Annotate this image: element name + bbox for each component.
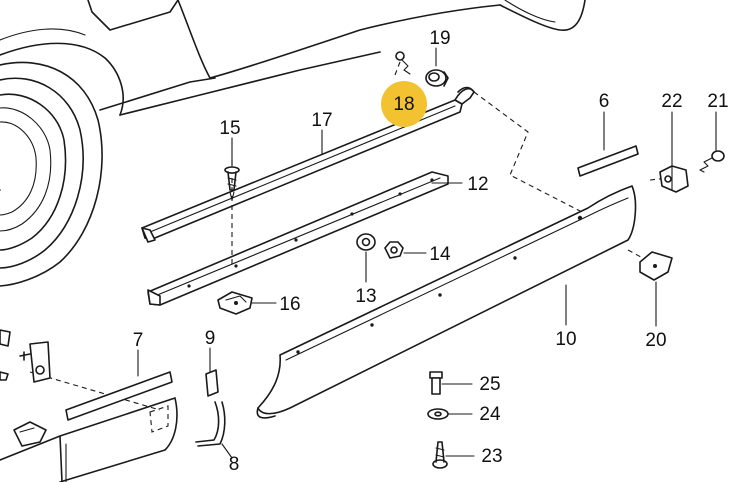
part-20-clip: [639, 251, 673, 281]
connection-lines: [29, 61, 669, 411]
callout-12[interactable]: 12: [467, 174, 488, 195]
callout-8[interactable]: 8: [229, 454, 240, 475]
callout-19[interactable]: 19: [429, 28, 450, 49]
leader-lines: [137, 47, 717, 459]
callout-23[interactable]: 23: [481, 446, 502, 467]
left-side-clips: [0, 329, 51, 447]
part-13-washer: [356, 233, 376, 251]
callout-7[interactable]: 7: [133, 330, 144, 351]
callout-15[interactable]: 15: [219, 118, 240, 139]
callout-6[interactable]: 6: [599, 91, 610, 112]
part-8-piece: [195, 401, 226, 447]
part-14-nut: [384, 241, 404, 259]
callout-9[interactable]: 9: [205, 328, 216, 349]
callout-25[interactable]: 25: [479, 374, 500, 395]
callout-21[interactable]: 21: [707, 91, 728, 112]
part-7-trim-strip: [65, 371, 173, 421]
part-22-bracket: [659, 165, 689, 193]
car-body-outline: [0, 0, 586, 287]
part-19-grommet: [425, 69, 449, 87]
part-10-rocker-panel: [256, 185, 637, 419]
part-18-highlight: [381, 81, 427, 127]
part-23-screw: [432, 441, 448, 469]
callout-10[interactable]: 10: [555, 329, 576, 350]
callout-labels: 19 18 17 15 12 14 13 16 6 22 21 10 20 7 …: [133, 28, 729, 475]
left-lower-panel: [0, 397, 178, 482]
part-17-trim-strip: [141, 86, 475, 243]
callout-24[interactable]: 24: [479, 404, 501, 425]
part-15-screw: [224, 166, 240, 201]
part-12-mounting-rail: [147, 171, 449, 306]
part-25-bolt: [429, 371, 443, 395]
part-6-strip: [577, 145, 639, 177]
callout-18[interactable]: 18: [393, 94, 414, 115]
callout-20[interactable]: 20: [645, 330, 666, 351]
callout-14[interactable]: 14: [429, 244, 451, 265]
part-24-washer: [427, 408, 449, 420]
callout-13[interactable]: 13: [355, 286, 376, 307]
part-18-clip: [395, 51, 411, 75]
callout-16[interactable]: 16: [279, 294, 300, 315]
callout-22[interactable]: 22: [661, 91, 682, 112]
part-9-piece: [205, 369, 219, 397]
part-21-screw: [699, 150, 725, 173]
callout-17[interactable]: 17: [311, 110, 332, 131]
part-16-clip: [217, 291, 253, 315]
